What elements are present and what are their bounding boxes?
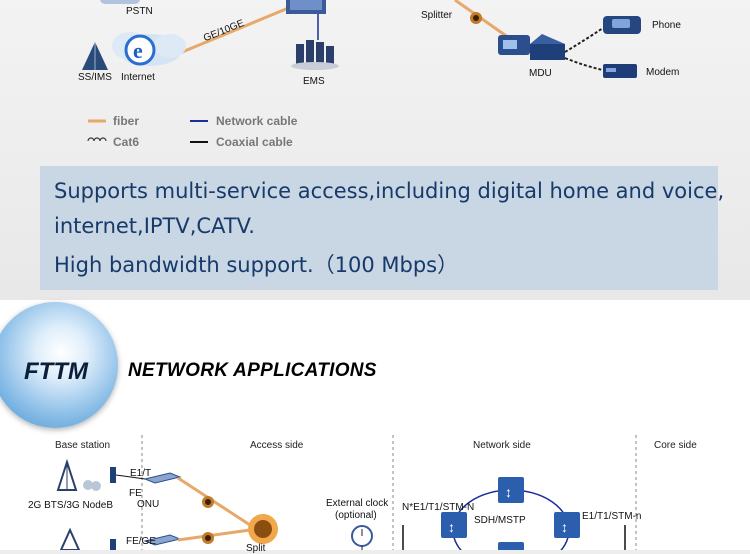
olt-icon: [290, 0, 322, 10]
mdu-icon: [530, 44, 565, 60]
cat6-line: [564, 27, 604, 53]
sdh-node-icon: [554, 512, 580, 538]
split-label: Split: [246, 543, 266, 554]
sdh-node-icon: ↕: [448, 519, 455, 535]
server-icon: [291, 62, 339, 70]
fiber-line: [454, 0, 513, 42]
connector-icon: [110, 467, 116, 483]
fttm-badge-label: FTTM: [24, 358, 88, 385]
section-base-station: Base station: [55, 440, 111, 451]
section-network-side: Network side: [473, 440, 531, 451]
mdu-icon: [530, 34, 565, 44]
feature-line-3: High bandwidth support.（100 Mbps）: [54, 253, 459, 277]
bottom-diagram: [0, 300, 750, 550]
feature-info-box: Supports multi-service access,including …: [40, 166, 724, 290]
module-icon: [83, 480, 93, 490]
modem-icon: [606, 68, 616, 72]
connector-icon: [110, 539, 116, 550]
sdh-node-icon: [498, 477, 524, 503]
external-clock-optional-label: (optional): [335, 510, 377, 521]
splitter-label: Splitter: [421, 10, 453, 21]
server-icon: [296, 44, 304, 66]
internet-logo-icon: [124, 34, 156, 66]
section-access-side: Access side: [250, 440, 304, 451]
cat6-line: [564, 57, 604, 71]
sdh-node-icon: [441, 512, 467, 538]
bts-label: 2G BTS/3G NodeB: [28, 500, 114, 511]
sdh-node-icon: [498, 542, 524, 550]
top-diagram-art: e: [82, 0, 641, 143]
mdu-label: MDU: [529, 68, 552, 79]
sdh-node-icon: ↕: [505, 484, 512, 500]
pstn-icon: [100, 0, 140, 4]
tower-icon: [59, 527, 81, 550]
legend-cat6-line: [87, 137, 107, 142]
fiber-line: [174, 2, 299, 57]
splitter-coupler-icon: [205, 535, 211, 541]
network-line: [115, 474, 146, 480]
e1-stm-label: E1/T1/STM-n: [582, 511, 642, 522]
pstn-label: PSTN: [126, 6, 153, 17]
sdh-node-icon: ↕: [561, 519, 568, 535]
feature-line-2: internet,IPTV,CATV.: [54, 214, 255, 238]
sdh-label: SDH/MSTP: [474, 515, 526, 526]
ss-ims-label: SS/IMS: [78, 72, 112, 83]
server-icon: [306, 40, 314, 66]
section-title: NETWORK APPLICATIONS: [128, 360, 377, 381]
legend-cat6: Cat6: [113, 135, 140, 149]
cloud-icon: [154, 34, 186, 58]
legend-fiber: fiber: [113, 114, 140, 128]
splitter-icon: [473, 15, 479, 21]
phone-icon: [612, 19, 630, 28]
modem-label: Modem: [646, 67, 680, 78]
section-core-side: Core side: [654, 440, 697, 451]
ems-label: EMS: [303, 76, 325, 87]
legend-coaxial-cable: Coaxial cable: [216, 135, 293, 149]
onu-label: ONU: [137, 499, 160, 510]
modem-icon: [603, 64, 637, 78]
mdu-icon: [503, 40, 517, 49]
internet-logo-icon: e: [133, 38, 143, 63]
fttm-badge: [0, 302, 118, 428]
internet-label: Internet: [121, 72, 155, 83]
ne1-label: N*E1/T1/STM-N: [402, 502, 475, 513]
feature-line-1: Supports multi-service access,including …: [54, 179, 725, 203]
onu-icon: [143, 472, 182, 484]
splitter-coupler-icon: [205, 499, 211, 505]
bottom-diagram-art: ↕ ↕ ↕: [56, 435, 637, 550]
phone-label: Phone: [652, 20, 681, 31]
fiber-line: [177, 528, 251, 542]
server-icon: [316, 42, 324, 66]
legend-network-cable: Network cable: [216, 114, 298, 128]
e1t-label: E1/T: [130, 468, 152, 479]
module-icon: [91, 481, 101, 491]
fiber-line: [177, 476, 251, 527]
server-icon: [326, 46, 334, 66]
fe-ge-label: FE/GE: [126, 536, 157, 547]
splitter-icon: [254, 520, 272, 538]
fe-label: FE: [129, 488, 142, 499]
external-clock-label: External clock: [326, 498, 389, 509]
